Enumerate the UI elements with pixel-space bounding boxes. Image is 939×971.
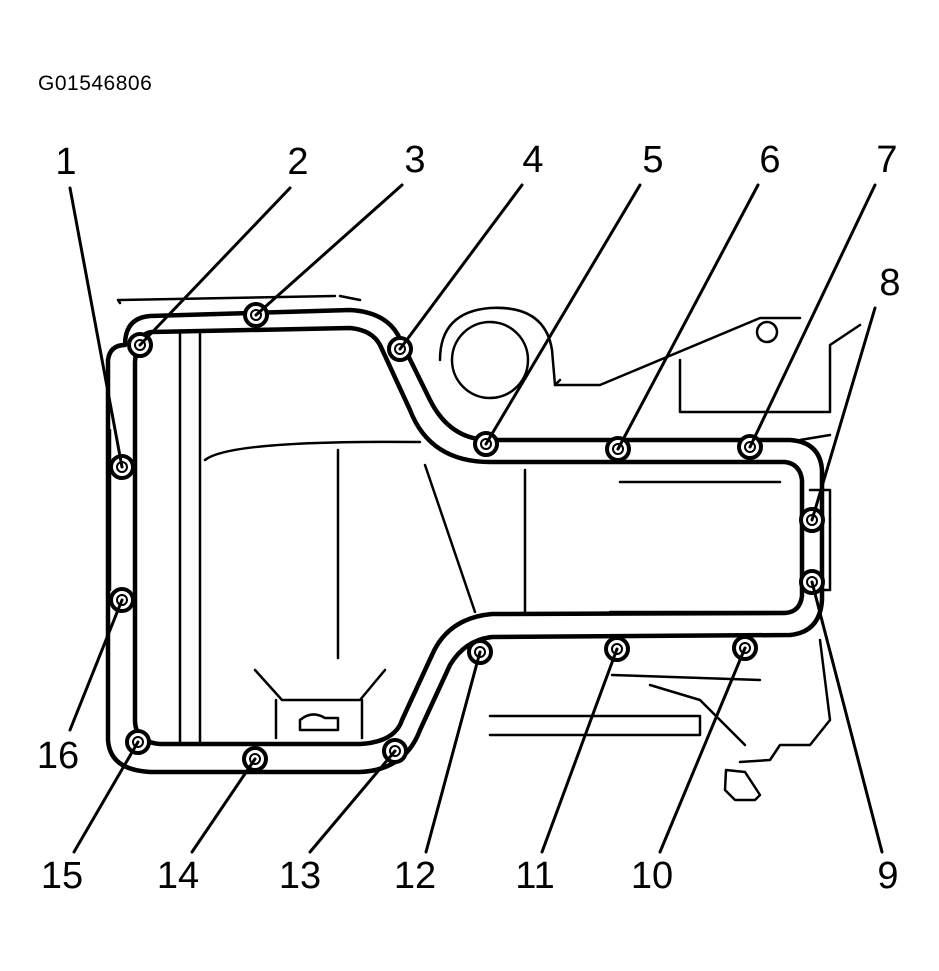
leader-line-7	[748, 183, 877, 449]
bolt-washer-6	[612, 443, 624, 455]
callout-label-14: 14	[157, 855, 199, 897]
callout-label-4: 4	[522, 139, 543, 181]
callout-label-3: 3	[404, 139, 425, 181]
callout-label-10: 10	[631, 855, 673, 897]
engine-block-outline	[108, 294, 862, 802]
bolt-washer-14	[249, 753, 261, 765]
callout-label-12: 12	[394, 855, 436, 897]
leader-line-12	[424, 650, 482, 854]
leader-line-14	[190, 757, 257, 854]
leader-line-11	[540, 647, 619, 854]
bolt-washer-15	[132, 736, 144, 748]
bolt-washer-7	[744, 441, 756, 453]
leader-line-9	[810, 580, 884, 854]
figure-id: G01546806	[38, 72, 153, 95]
leader-line-5	[484, 183, 642, 446]
bolt-washer-2	[134, 339, 146, 351]
leader-line-2	[138, 186, 292, 347]
leader-line-8	[810, 306, 877, 522]
callout-label-8: 8	[879, 262, 900, 304]
bolt-washer-11	[611, 643, 623, 655]
leader-line-15	[72, 740, 140, 854]
callout-label-15: 15	[41, 855, 83, 897]
bolt-washer-3	[250, 309, 262, 321]
callout-label-16: 16	[37, 735, 79, 777]
leader-line-4	[398, 183, 524, 351]
leader-line-group	[68, 183, 884, 854]
callout-label-2: 2	[287, 141, 308, 183]
bolt-washer-16	[116, 594, 128, 606]
callout-label-5: 5	[642, 139, 663, 181]
callout-label-9: 9	[877, 855, 898, 897]
leader-line-13	[308, 749, 397, 854]
leader-line-6	[616, 183, 760, 451]
bolt-washer-13	[389, 745, 401, 757]
callout-label-1: 1	[55, 141, 76, 183]
callout-label-6: 6	[759, 139, 780, 181]
leader-line-10	[658, 646, 747, 854]
bolt-washer-10	[739, 642, 751, 654]
bolt-group	[109, 302, 825, 772]
bolt-washer-4	[394, 343, 406, 355]
bolt-washer-5	[480, 438, 492, 450]
callout-label-11: 11	[515, 855, 554, 897]
leader-line-3	[254, 183, 404, 317]
leader-line-1	[68, 186, 124, 469]
leader-line-16	[68, 598, 124, 732]
callout-label-13: 13	[279, 855, 321, 897]
callout-label-7: 7	[876, 139, 897, 181]
